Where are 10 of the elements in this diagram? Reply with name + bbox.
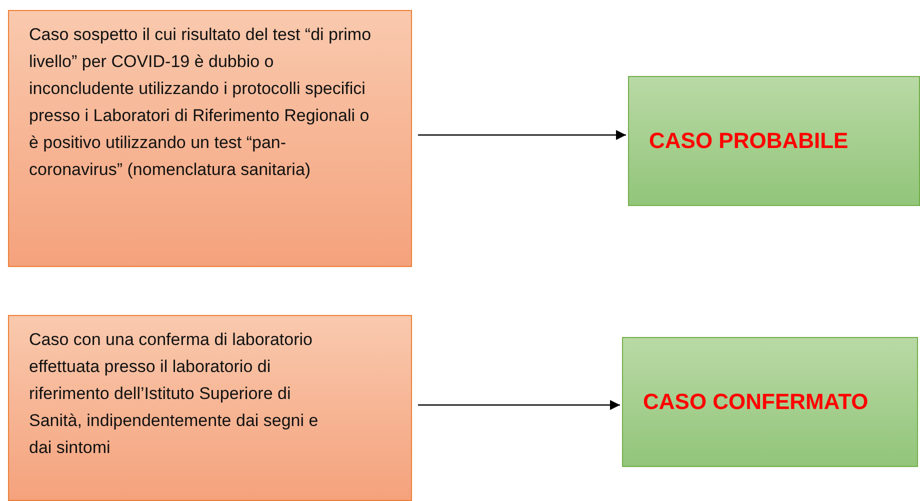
condition-text: Caso con una conferma di laboratorio effettuata presso il laboratorio di riferimento dell’Istituto Superiore di Sanità, indipendentemente dai segni e dai sintomi <box>29 329 320 459</box>
condition-box <box>8 315 412 501</box>
condition-text: Caso sospetto il cui risultato del test “di primo livello” per COVID-19 è dubbio o inconcludente utilizzando i protocolli specifici presso i Laboratori di Riferimento Regionali o è positivo utilizzando un test “pan-coronavirus” (nomenclatura sanitaria) <box>29 24 372 181</box>
arrow <box>418 400 620 410</box>
condition-box <box>8 10 412 267</box>
arrow <box>418 130 626 140</box>
outcome-label: CASO PROBABILE <box>649 128 848 154</box>
outcome-box <box>622 337 918 467</box>
outcome-label: CASO CONFERMATO <box>643 389 868 415</box>
outcome-box <box>628 76 920 206</box>
